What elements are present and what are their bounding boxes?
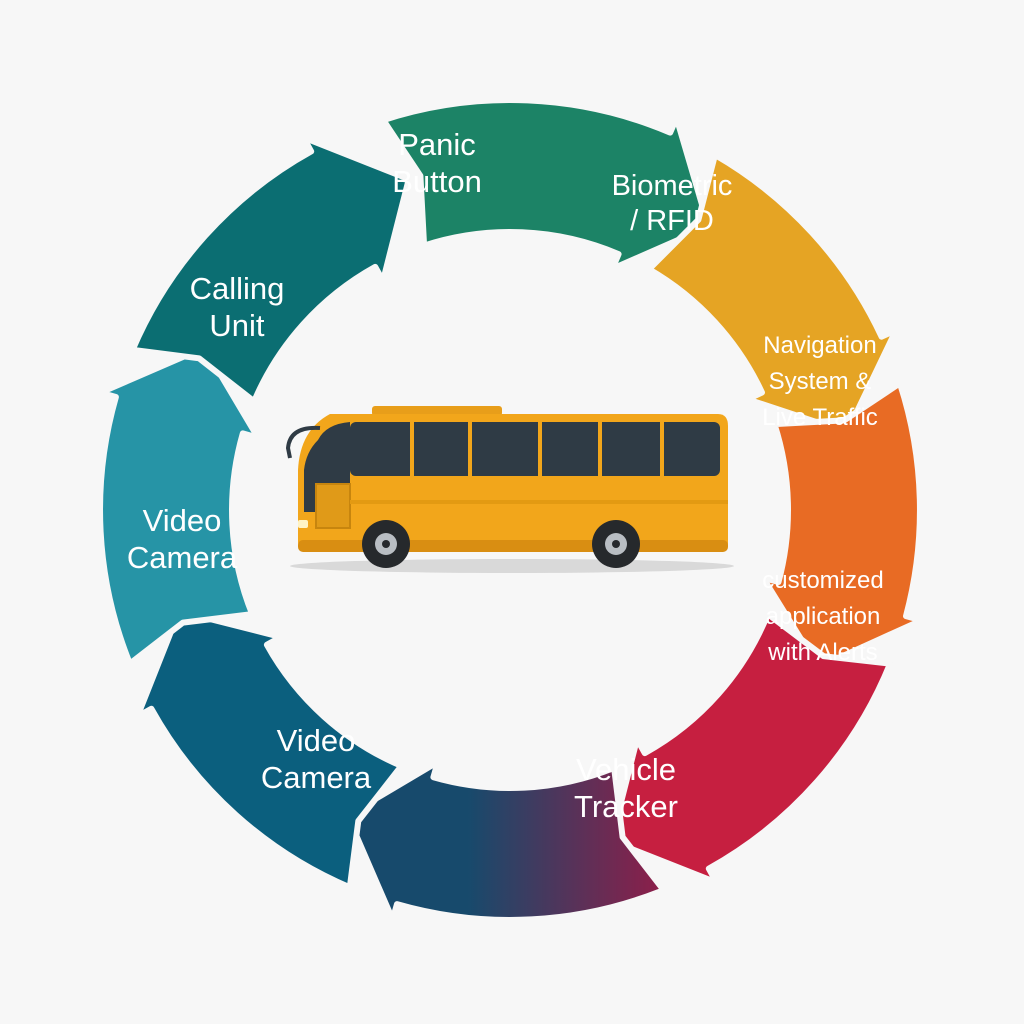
bus-headlight bbox=[298, 520, 308, 528]
cycle-arrow-customized bbox=[608, 611, 894, 886]
bus-shadow bbox=[290, 559, 734, 573]
bus-stripe bbox=[350, 500, 728, 504]
label-biometric-rfid: Biometric/ RFID bbox=[611, 170, 733, 237]
bus-door bbox=[315, 483, 351, 529]
bus-icon bbox=[285, 406, 734, 573]
cycle-arrow-tracker bbox=[344, 758, 667, 923]
bus-wheel-front bbox=[362, 520, 410, 568]
bus-wheel-rear bbox=[592, 520, 640, 568]
bus-mirror bbox=[285, 425, 321, 459]
cycle-arrow-video-bottom bbox=[134, 608, 405, 891]
cycle-arrow-calling bbox=[129, 134, 412, 405]
bus-roof bbox=[372, 406, 502, 416]
cycle-arrow-video-left bbox=[97, 344, 262, 667]
cycle-arrow-panic bbox=[380, 97, 712, 272]
bus-windows bbox=[350, 422, 720, 476]
